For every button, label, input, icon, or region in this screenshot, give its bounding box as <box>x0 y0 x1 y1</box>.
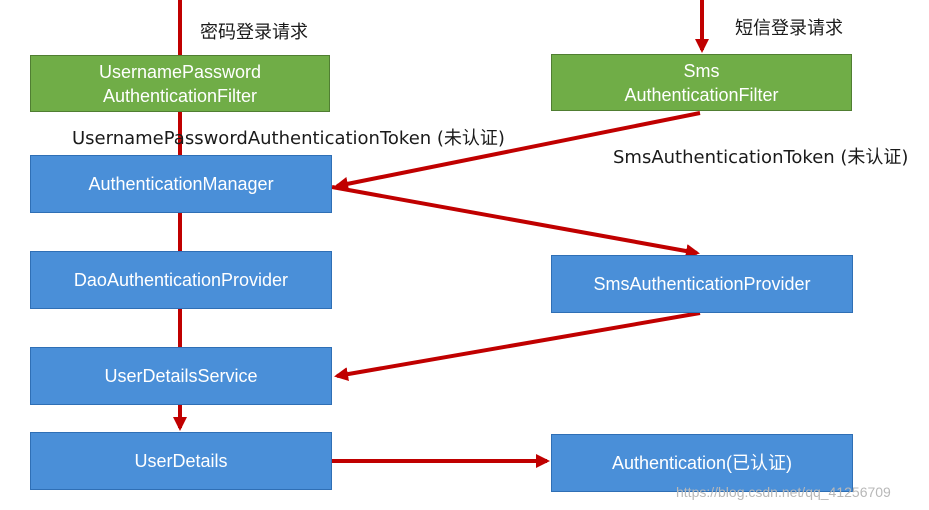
node-user-details-service: UserDetailsService <box>30 347 332 405</box>
node-username-password-filter-line2: AuthenticationFilter <box>102 85 258 106</box>
node-username-password-filter: UsernamePassword AuthenticationFilter <box>30 55 330 112</box>
label-password-token: UsernamePasswordAuthenticationToken (未认证… <box>72 128 505 149</box>
arrow-manager-to-sms-provider <box>331 185 700 258</box>
node-user-details: UserDetails <box>30 432 332 490</box>
label-sms-token: SmsAuthenticationToken (未认证) <box>613 147 909 168</box>
node-dao-authentication-provider: DaoAuthenticationProvider <box>30 251 332 309</box>
node-authentication: Authentication(已认证) <box>551 434 853 492</box>
label-password-request: 密码登录请求 <box>200 22 308 43</box>
node-username-password-filter-line1: UsernamePassword <box>98 61 262 82</box>
node-sms-filter-line1: Sms <box>683 60 720 81</box>
arrow-sms-filter-to-manager <box>334 111 701 191</box>
node-sms-filter: Sms AuthenticationFilter <box>551 54 852 111</box>
label-sms-request: 短信登录请求 <box>735 18 843 39</box>
node-sms-authentication-provider: SmsAuthenticationProvider <box>551 255 853 313</box>
node-sms-filter-line2: AuthenticationFilter <box>624 84 779 105</box>
arrow-sms-provider-to-service <box>334 311 701 382</box>
watermark: https://blog.csdn.net/qq_41256709 <box>676 484 891 500</box>
node-authentication-manager: AuthenticationManager <box>30 155 332 213</box>
